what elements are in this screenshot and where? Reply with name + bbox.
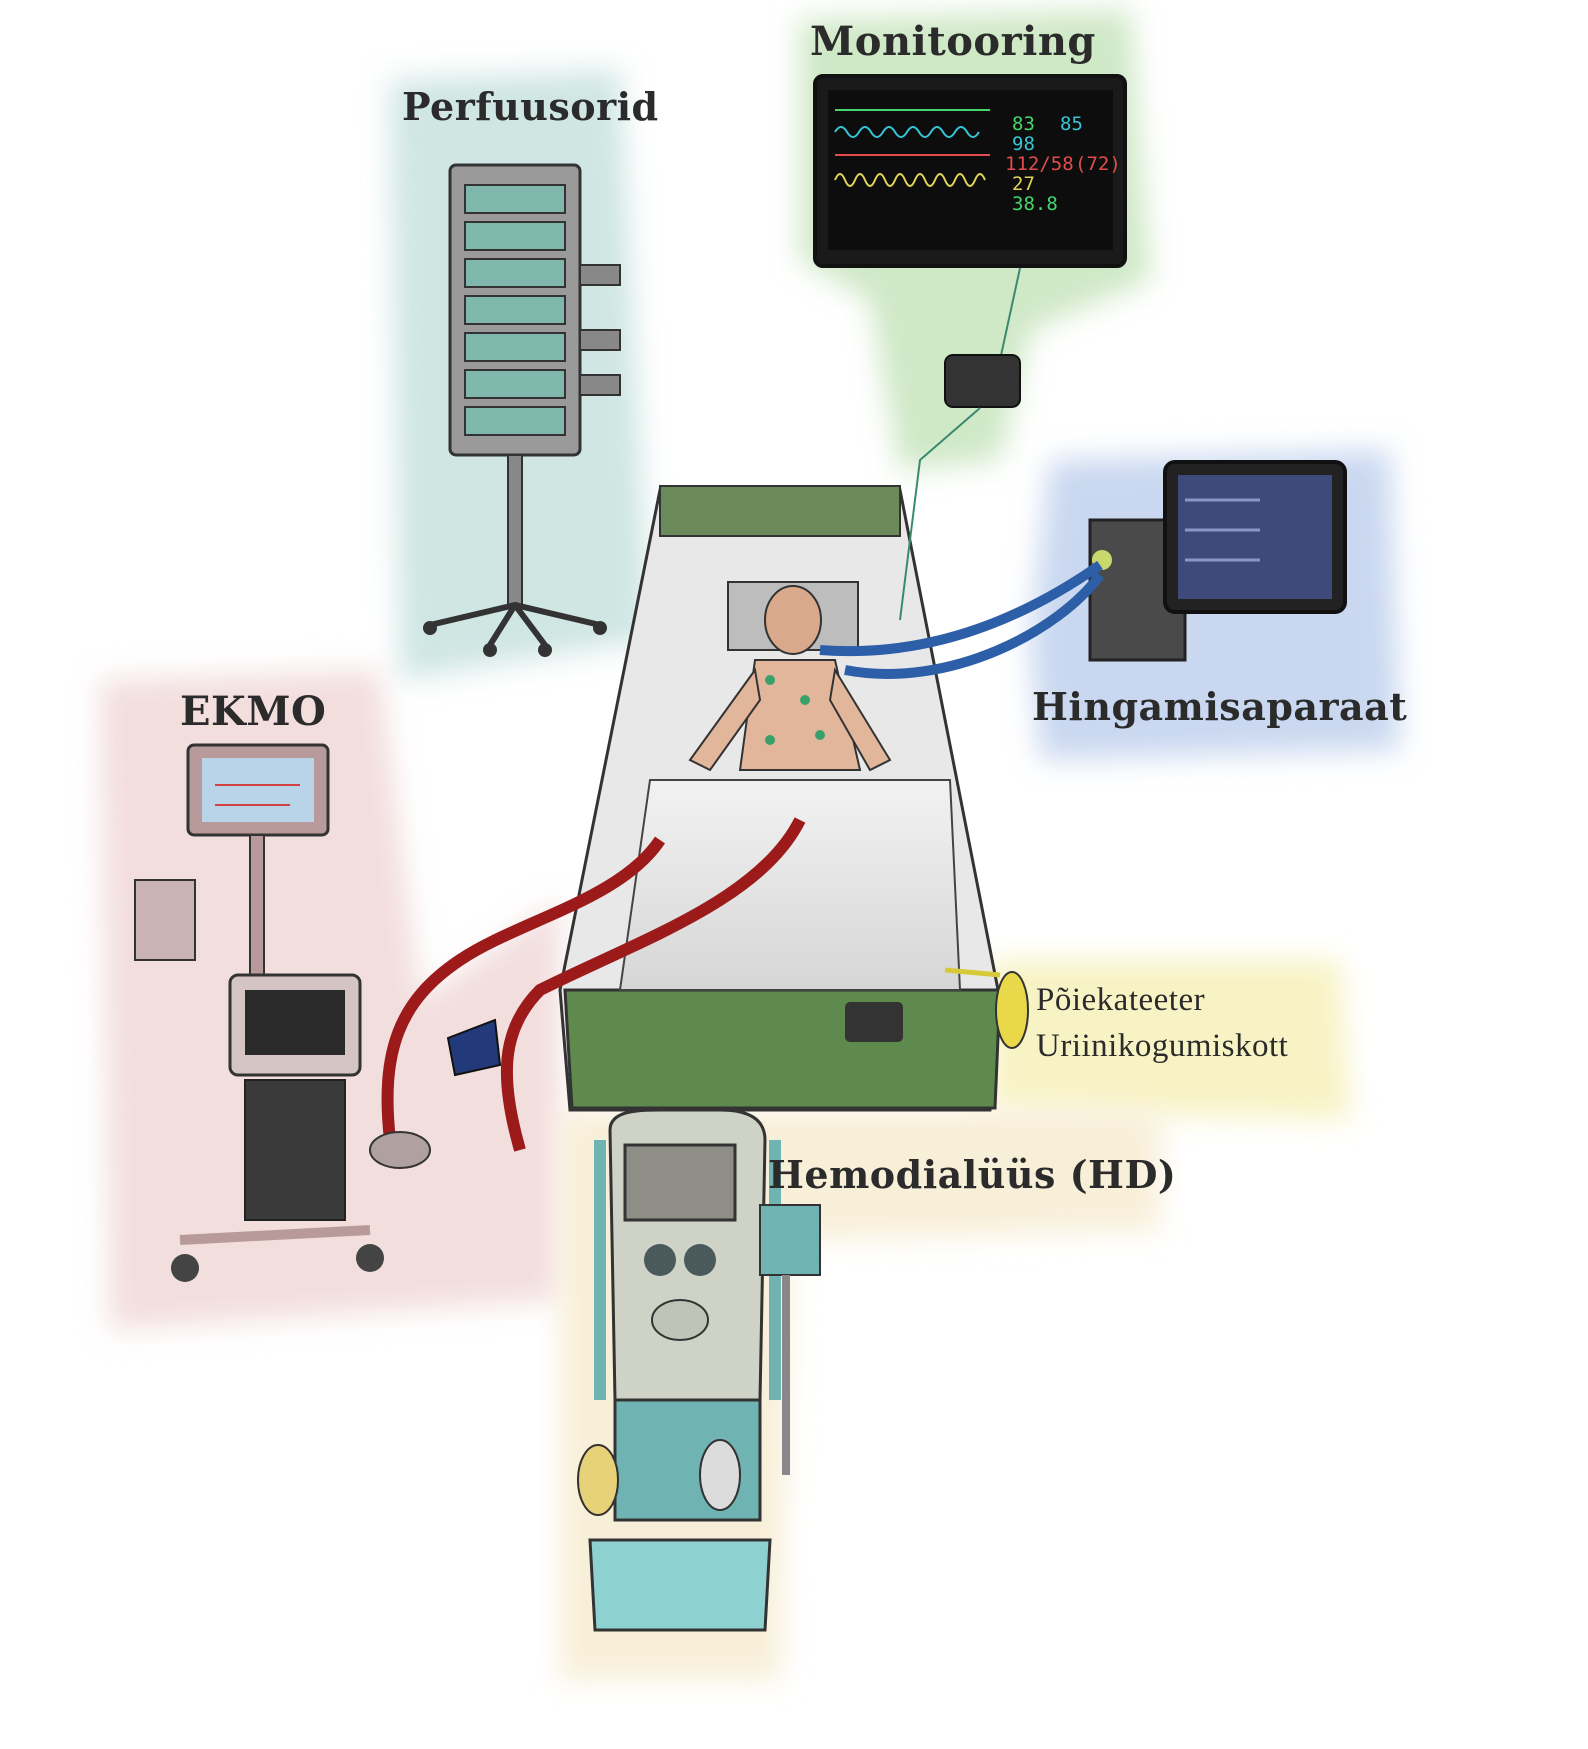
label-hemodialysis: Hemodialüüs (HD) <box>768 1152 1177 1197</box>
urine-bag-icon <box>944 967 1029 1049</box>
hr-value: 83 <box>1012 113 1035 135</box>
spo2-alt-value: 85 <box>1060 113 1083 135</box>
ventilator-icon <box>819 460 1347 679</box>
label-urine-bag: Uriinikogumiskott <box>1036 1028 1289 1064</box>
map-value: (72) <box>1075 153 1121 175</box>
bp-value: 112/58 <box>1005 153 1074 175</box>
catheter-zone <box>990 960 1350 1120</box>
label-perfusors: Perfuusorid <box>402 84 659 129</box>
label-ventilator: Hingamisaparaat <box>1032 684 1408 729</box>
spo2-value: 98 <box>1012 133 1035 155</box>
ecmo-machine-icon <box>134 743 806 1282</box>
label-urinary-catheter: Põiekateeter <box>1036 982 1206 1018</box>
rr-value: 27 <box>1012 173 1035 195</box>
patient-icon <box>618 581 962 991</box>
temp-value: 38.8 <box>1012 193 1058 215</box>
patient-monitor-icon: 83 85 98 112/58 (72) 27 38.8 <box>813 74 1127 621</box>
label-monitoring: Monitooring <box>810 18 1096 65</box>
label-ecmo: EKMO <box>180 688 327 735</box>
infusion-pump-stack-icon <box>423 163 621 657</box>
dialysis-machine-icon <box>577 1108 821 1632</box>
